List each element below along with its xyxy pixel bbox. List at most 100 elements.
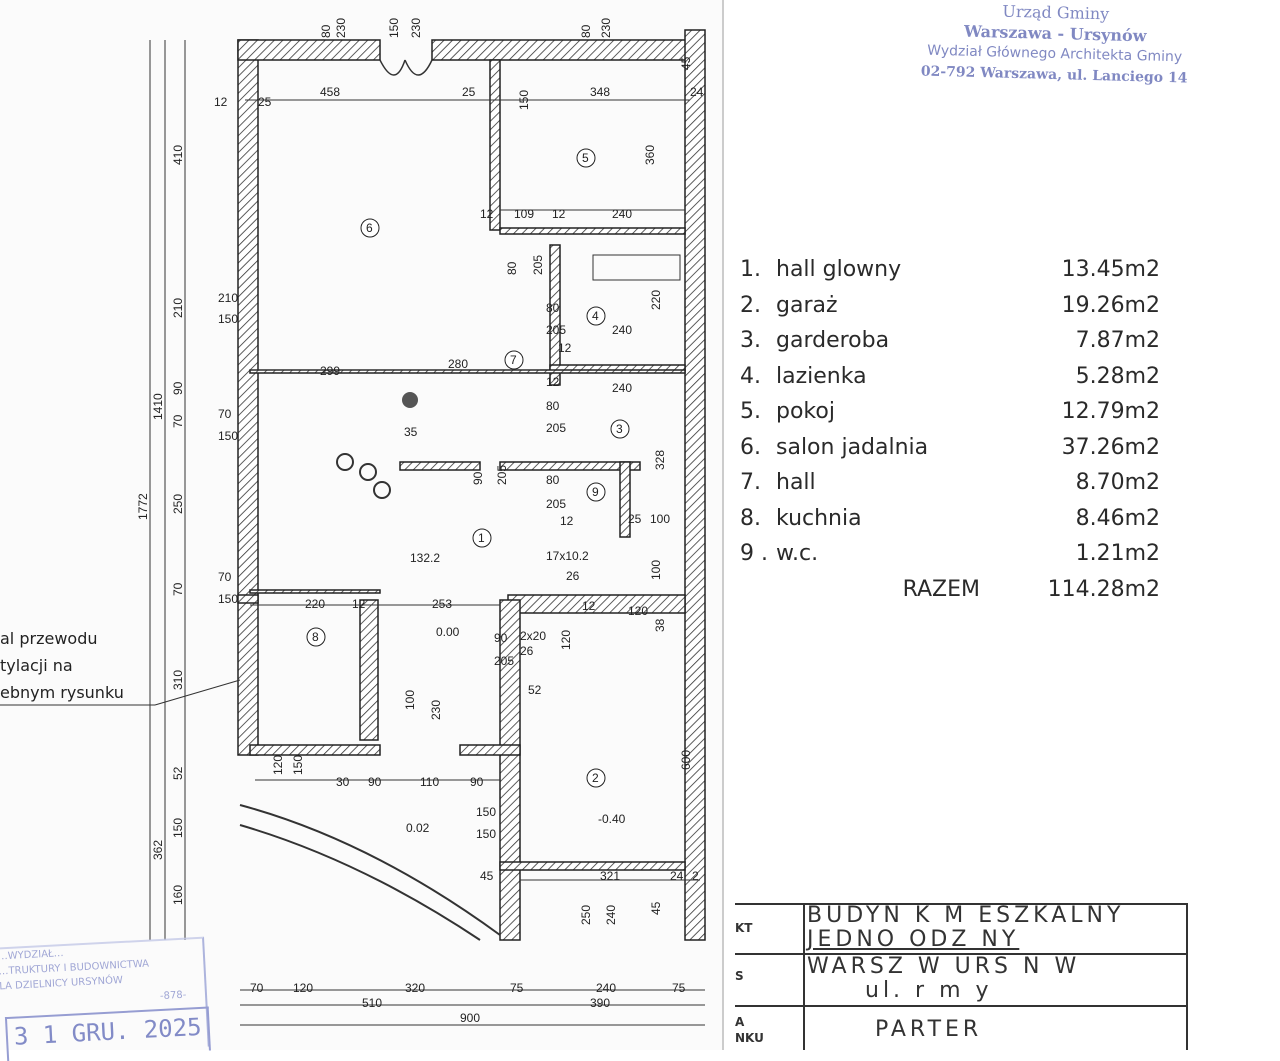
legend-num: 5. [740,399,761,425]
dimension-label: 240 [596,981,616,995]
dimension-label: 90 [494,631,508,645]
wall [499,227,686,235]
legend-area: 19.26m2 [1061,292,1160,318]
dimension-label: 900 [460,1011,480,1025]
wall [499,599,521,941]
project-name-2: JEDNO ODZ NY [807,927,1020,952]
dimension-label: 120 [628,604,648,618]
dimension-label: 321 [600,869,620,883]
dimension-label: 26 [520,644,534,658]
ventilation-note: al przewodu tylacji na ebnym rysunku [0,625,124,706]
drawing-name: PARTER [875,1017,983,1042]
legend-area: 7.87m2 [1075,328,1160,354]
wall [549,244,561,386]
dimension-label: 52 [528,683,542,697]
wall [459,744,521,756]
dimension-label: 12 [552,207,566,221]
dimension-label: 70 [218,570,232,584]
wall [237,594,259,604]
dimension-label: 230 [599,18,613,38]
dimension-label: 210 [218,291,238,305]
dimension-label: 12 [214,95,228,109]
dimension-label: 280 [448,357,468,371]
wall [359,599,379,741]
dimension-label: 240 [612,381,632,395]
stamp-date: 3 1 GRU. 2025 [4,1006,211,1061]
dimension-label: 120 [271,755,285,775]
title-block: KT BUDYN K M ESZKALNY JEDNO ODZ NY S WAR… [735,903,1188,1050]
dimension-label: 12 [560,514,574,528]
wall [237,39,381,61]
wall [499,861,686,871]
legend-num: 8. [740,505,761,531]
dimension-label: 240 [612,323,632,337]
entrance-door [379,59,433,76]
approval-stamp: …WYDZIAŁ… …TRUKTURY I BUDOWNICTWA LA DZI… [0,936,211,1061]
ventilation-symbol [402,392,418,408]
legend-num: 7. [740,470,761,496]
dimension-label: 30 [336,775,350,789]
dimension-label: 70 [171,414,185,428]
dimension-label: 150 [387,18,401,38]
bathtub-icon [592,254,681,281]
dimension-label: 25 [258,95,272,109]
dimension-label: 362 [151,840,165,860]
dimension-label: 110 [420,775,439,789]
dimension-label: 80 [546,399,560,413]
dimension-label: 205 [546,323,566,337]
dimension-label: 230 [334,18,348,38]
wall [431,39,701,61]
dimension-label: 1 [478,531,485,545]
project-address: WARSZ W URS N W [807,954,1081,979]
dimension-label: 230 [409,18,423,38]
total-area: 114.28m2 [1047,576,1160,602]
dimension-label: 205 [531,255,545,275]
dimension-label: 150 [218,592,238,606]
dimension-label: 2 [692,869,699,883]
total-label: RAZEM [902,576,980,602]
dimension-label: 205 [546,497,566,511]
dimension-label: 600 [679,750,693,770]
dimension-label: 240 [604,905,618,925]
dimension-label: 6 [366,221,373,235]
legend-sheet [722,0,1280,1050]
title-label: S [735,969,744,983]
dimension-label: 12 [558,341,572,355]
dimension-label: 80 [546,473,560,487]
dimension-label: 160 [171,885,185,905]
dimension-label: 75 [672,981,686,995]
dimension-label: 410 [171,145,185,165]
dimension-label: 150 [476,805,496,819]
dimension-label: 8 [312,630,319,644]
dimension-label: 24 [670,869,684,883]
dimension-label: 12 [546,375,560,389]
room-number-marker [504,350,524,370]
dimension-label: 80 [546,301,560,315]
dimension-label: 150 [517,90,531,110]
dimension-label: 100 [649,560,663,580]
dimension-lines [0,40,705,1026]
wall [249,744,381,756]
note-line: ebnym rysunku [0,683,124,702]
dimension-label: 90 [171,381,185,395]
dimension-label: 45 [679,56,693,70]
dimension-label: 90 [368,775,382,789]
dimension-label: 205 [546,421,566,435]
dimension-label: 220 [305,597,325,611]
dimension-label: 80 [505,261,519,275]
dimension-label: 458 [320,85,340,99]
project-street: ul. r m y [865,978,993,1003]
dimension-label: 150 [291,755,305,775]
dimension-label: 205 [495,465,509,485]
legend-name: garaż [776,292,838,318]
dimension-label: 253 [432,597,452,611]
dimension-label: 120 [293,981,313,995]
dimension-label: 360 [643,145,657,165]
dimension-label: 7 [510,353,517,367]
dimension-label: 250 [171,494,185,514]
dimension-label: 150 [218,312,238,326]
